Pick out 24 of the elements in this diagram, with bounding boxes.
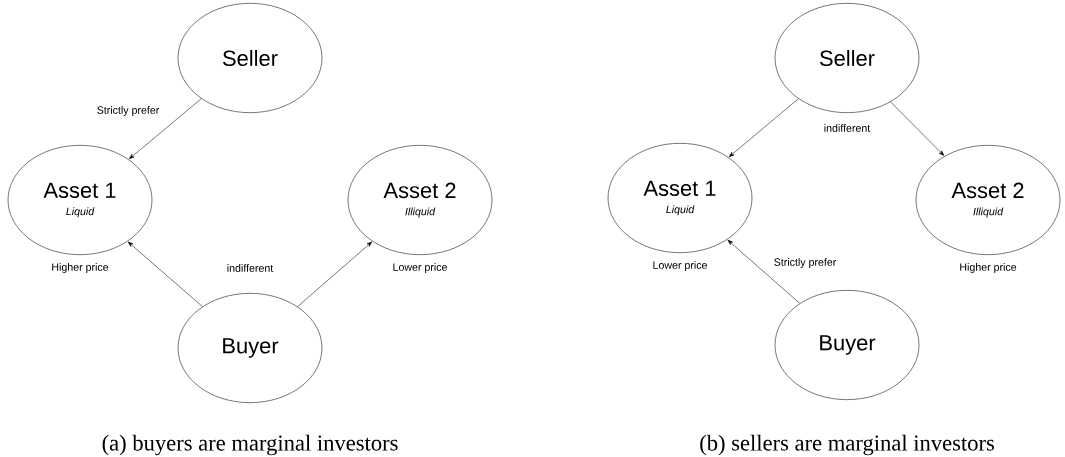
arrow	[727, 239, 801, 304]
arrow	[728, 98, 799, 158]
arrow	[129, 98, 202, 160]
note-label: indifferent	[824, 124, 871, 132]
ellipse-node: Seller	[774, 3, 920, 113]
price-label: Higher price	[52, 263, 109, 273]
price-label: Higher price	[960, 263, 1017, 273]
ellipse-node: Buyer	[177, 293, 323, 403]
arrow	[127, 241, 203, 307]
ellipse-node: Asset 1 Liquid	[7, 145, 153, 255]
ellipse-node: Asset 2 Illiquid	[915, 145, 1061, 255]
arrow	[297, 241, 373, 307]
price-label: Lower price	[653, 261, 707, 271]
ellipse-node: Asset 2 Illiquid	[347, 145, 493, 255]
edge-label: Strictly prefer	[772, 256, 838, 270]
price-label: Lower price	[393, 263, 447, 273]
edge-label: Strictly prefer	[95, 104, 161, 118]
ellipse-node: Buyer	[774, 290, 920, 400]
caption: (b) sellers are marginal investors	[700, 434, 994, 456]
note-label: indifferent	[227, 264, 274, 272]
arrow	[890, 101, 945, 156]
caption: (a) buyers are marginal investors	[102, 434, 398, 456]
ellipse-node: Asset 1 Liquid	[607, 143, 753, 253]
ellipse-node: Seller	[177, 3, 323, 113]
